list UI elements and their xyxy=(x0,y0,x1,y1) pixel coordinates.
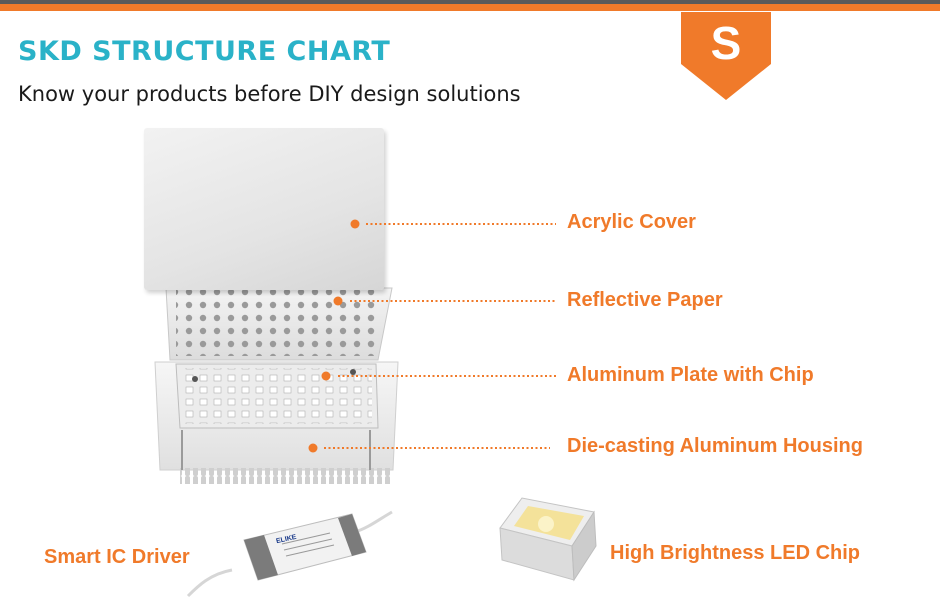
ic-driver-illustration xyxy=(186,510,393,598)
label-housing: Die-casting Aluminum Housing xyxy=(567,435,863,457)
top-orange-bar xyxy=(0,4,940,11)
label-reflective-paper: Reflective Paper xyxy=(567,289,723,311)
page-title: SKD STRUCTURE CHART xyxy=(18,36,391,67)
led-chip-illustration xyxy=(499,497,597,582)
badge-letter: S xyxy=(710,17,742,69)
label-led-chip: High Brightness LED Chip xyxy=(610,542,860,564)
acrylic-cover xyxy=(144,128,384,290)
label-smart-ic-driver: Smart IC Driver xyxy=(44,546,190,568)
reflective-paper-tray xyxy=(165,287,393,361)
top-dark-bar xyxy=(0,0,940,4)
badge-shield-icon xyxy=(681,12,771,100)
page-subtitle: Know your products before DIY design sol… xyxy=(18,82,521,106)
label-acrylic-cover: Acrylic Cover xyxy=(567,211,696,233)
label-aluminum-plate: Aluminum Plate with Chip xyxy=(567,364,814,386)
